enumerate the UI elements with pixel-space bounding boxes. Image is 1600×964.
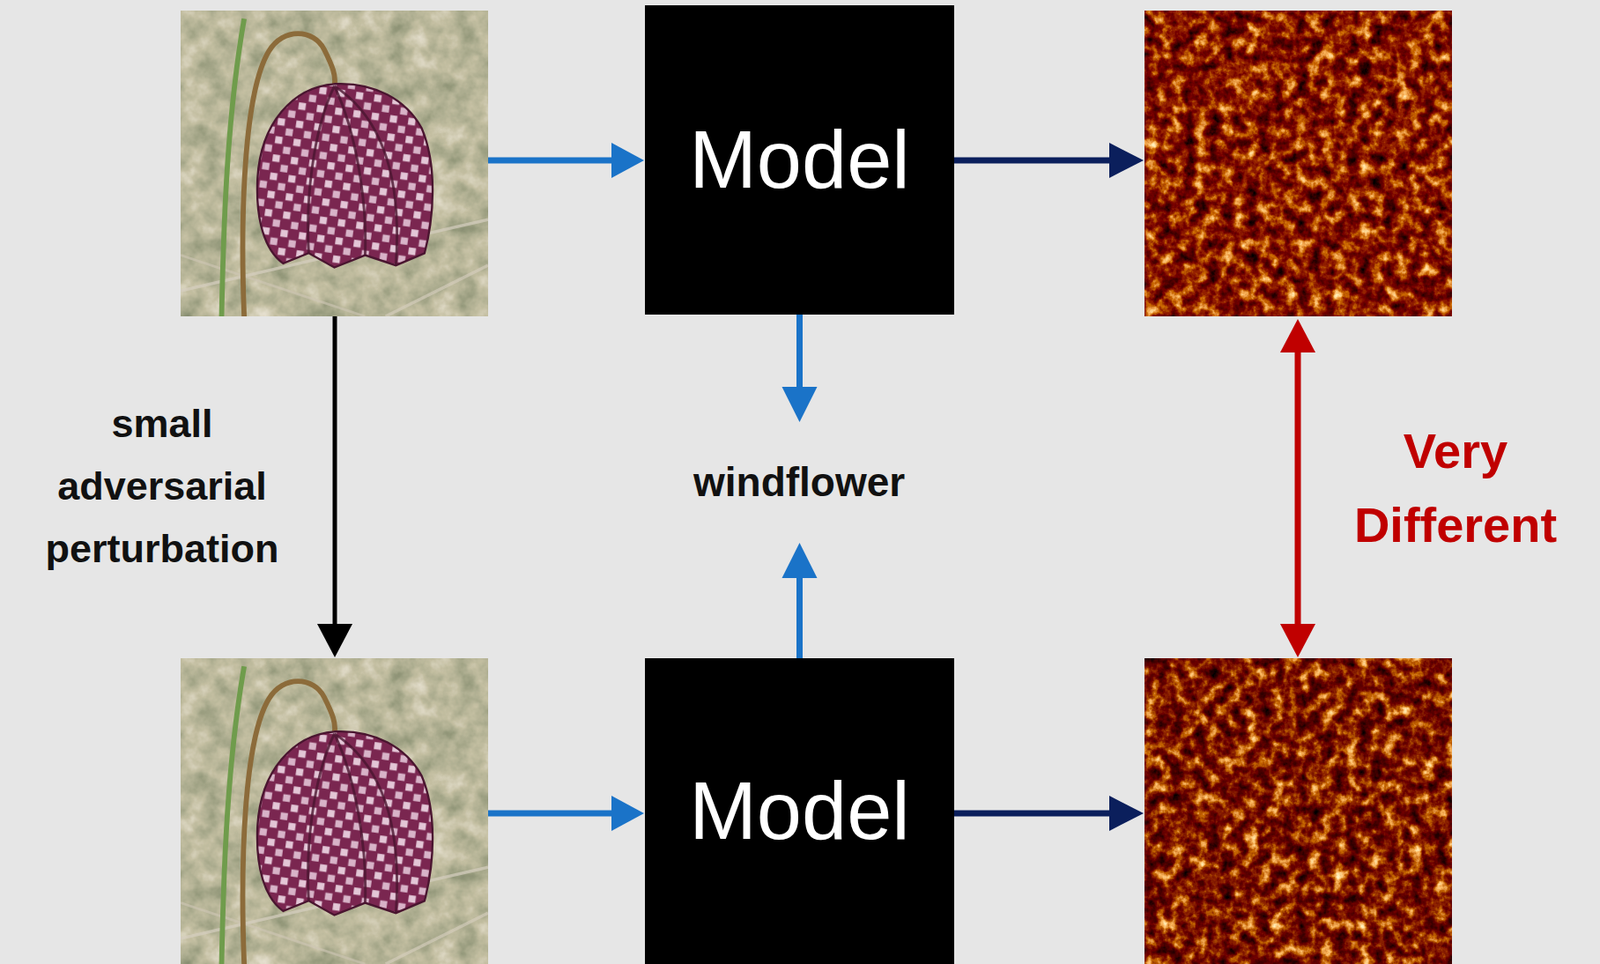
prediction-arrow (782, 542, 818, 659)
node-text: Model (688, 113, 911, 207)
output-arrow (954, 795, 1144, 831)
model-box: Model (644, 658, 955, 964)
comparison-label: Very Different (1345, 414, 1566, 563)
perturbation-arrow (317, 316, 353, 658)
step-label: small adversarial perturbation (5, 392, 319, 580)
prediction-arrow (782, 314, 818, 423)
input-arrow (488, 142, 645, 178)
node-text: Model (688, 764, 911, 858)
model-box: Model (644, 5, 955, 315)
flower-photo (180, 10, 489, 317)
input-arrow (488, 795, 645, 831)
perturbed-flower-photo (180, 658, 489, 964)
saliency-map (1144, 658, 1452, 964)
difference-arrow (1280, 318, 1316, 658)
output-arrow (954, 142, 1144, 178)
prediction-label: windflower (686, 457, 912, 508)
node-text: windflower (693, 459, 905, 506)
saliency-map (1144, 10, 1452, 317)
